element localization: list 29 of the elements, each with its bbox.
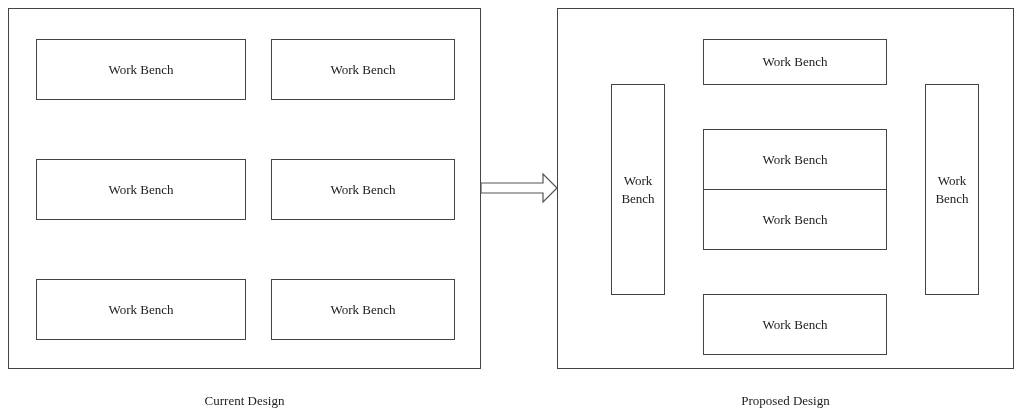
- work-bench-box: [611, 84, 665, 295]
- work-bench-box: [271, 39, 455, 100]
- floor-plan-area: [557, 8, 1014, 369]
- work-bench-box: [36, 279, 246, 340]
- bench-label: Work Bench: [934, 171, 970, 208]
- work-bench-box: [703, 189, 887, 250]
- work-bench-box: [271, 159, 455, 220]
- bench-label: Work Bench: [761, 53, 829, 71]
- work-bench-box: [703, 294, 887, 355]
- bench-label: Work Bench: [761, 315, 829, 334]
- bench-label: Work Bench: [620, 171, 656, 208]
- bench-label: Work Bench: [329, 60, 397, 79]
- floor-plan-area: [8, 8, 481, 369]
- bench-label: Work Bench: [329, 180, 397, 199]
- work-bench-box: [925, 84, 979, 295]
- bench-label: Work Bench: [107, 60, 175, 79]
- bench-label: Work Bench: [107, 180, 175, 199]
- bench-label: Work Bench: [329, 300, 397, 319]
- work-bench-box: [36, 159, 246, 220]
- work-bench-box: [703, 39, 887, 85]
- bench-label: Work Bench: [107, 300, 175, 319]
- work-bench-box: [703, 129, 887, 190]
- bench-label: Work Bench: [761, 150, 829, 169]
- design-caption: Current Design: [204, 392, 285, 409]
- block-arrow: [480, 172, 558, 204]
- bench-label: Work Bench: [761, 210, 829, 229]
- work-bench-box: [271, 279, 455, 340]
- design-caption: Proposed Design: [741, 392, 830, 409]
- work-bench-box: [36, 39, 246, 100]
